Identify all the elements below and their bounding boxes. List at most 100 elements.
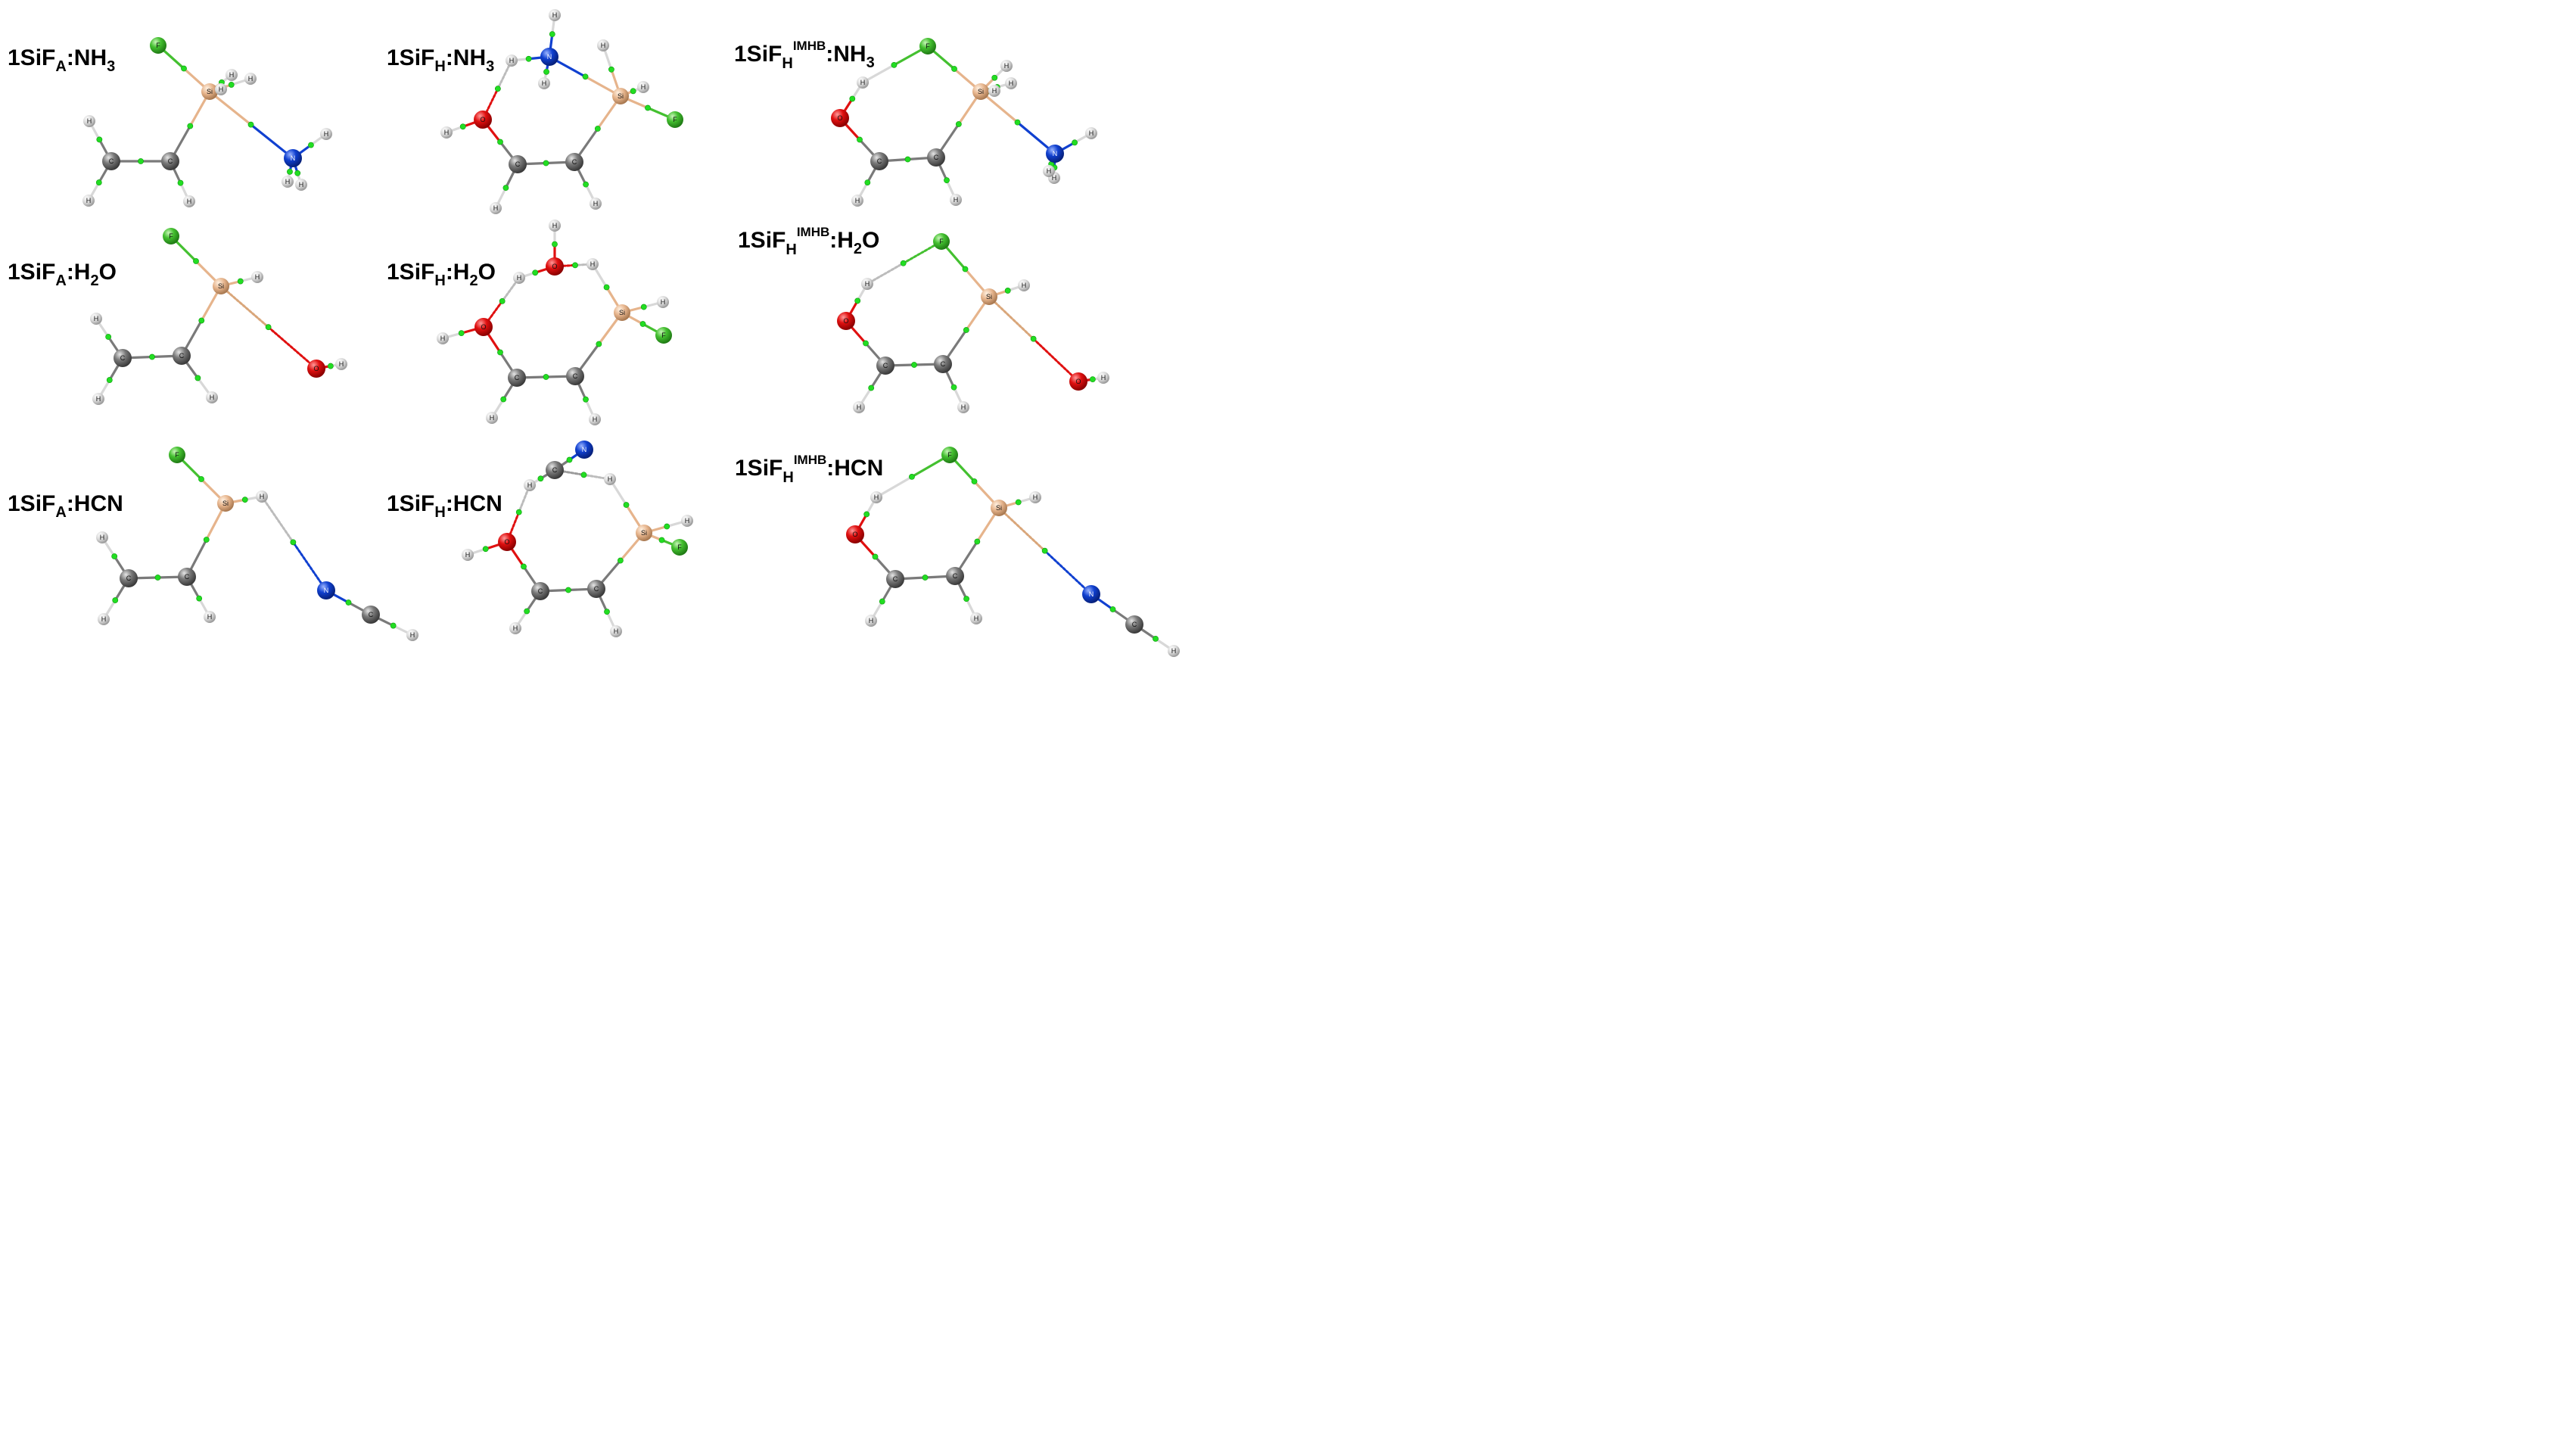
- atom-h: H: [549, 220, 561, 232]
- atom-sphere: [284, 149, 302, 167]
- bond-critical-point: [241, 497, 248, 503]
- atom-sphere: [919, 38, 936, 54]
- atom-sphere: [150, 37, 166, 54]
- atom-h: H: [513, 272, 525, 284]
- atom-sphere: [92, 393, 104, 405]
- atom-o: O: [846, 525, 864, 543]
- atom-o: O: [474, 111, 492, 129]
- atom-sphere: [256, 490, 268, 503]
- bond-half: [208, 90, 253, 126]
- atom-symbol: C: [109, 157, 114, 165]
- bond-critical-point: [974, 538, 981, 545]
- atom-f: F: [941, 447, 958, 463]
- panel-labels: 1SiFA:NH3 1SiFH:NH3 1SiFHIMHB:NH3 1SiFA:…: [8, 39, 883, 521]
- bond-critical-point: [572, 262, 578, 269]
- atom-h: H: [657, 296, 669, 308]
- bond-half: [997, 506, 1047, 553]
- atom-symbol: O: [852, 531, 857, 538]
- bond-half: [988, 295, 1035, 341]
- atom-sphere: [988, 85, 1000, 97]
- bond-critical-point: [911, 362, 917, 368]
- atom-sphere: [490, 202, 502, 214]
- atom-h: H: [586, 258, 599, 270]
- atom-sphere: [96, 531, 108, 543]
- atom-sphere: [586, 258, 599, 270]
- bond-critical-point: [991, 74, 998, 81]
- bond-critical-point: [265, 324, 272, 331]
- atom-symbol: O: [843, 317, 848, 325]
- atom-symbol: F: [677, 543, 682, 551]
- atom-sphere: [178, 568, 196, 586]
- atom-c: C: [508, 369, 526, 387]
- bond-critical-point: [537, 475, 544, 482]
- bond-critical-point: [645, 104, 651, 111]
- bond-critical-point: [863, 511, 870, 518]
- atom-n: N: [540, 48, 558, 66]
- atom-symbol: Si: [619, 309, 625, 316]
- atom-sphere: [614, 304, 630, 321]
- atom-symbol: H: [608, 475, 613, 483]
- atom-symbol: N: [1053, 150, 1058, 157]
- atom-symbol: H: [509, 57, 515, 64]
- bond-critical-point: [187, 123, 194, 129]
- bond-half: [260, 495, 295, 545]
- atom-h: H: [1000, 60, 1013, 72]
- bond-critical-point: [228, 82, 235, 88]
- atom-si: Si: [981, 288, 997, 305]
- atom-symbol: C: [941, 360, 946, 368]
- atom-symbol: H: [601, 42, 606, 49]
- atom-symbol: H: [517, 274, 522, 282]
- atom-sphere: [927, 148, 945, 167]
- atom-h: H: [1043, 165, 1055, 177]
- atom-sphere: [169, 447, 185, 463]
- atom-sphere: [282, 176, 294, 188]
- atom-sphere: [853, 401, 865, 413]
- bond-critical-point: [963, 596, 969, 603]
- atom-sphere: [590, 198, 602, 210]
- bond-critical-point: [639, 321, 646, 327]
- atom-sphere: [90, 313, 102, 325]
- atom-c: C: [927, 148, 945, 167]
- atom-c: C: [362, 606, 380, 624]
- atom-symbol: H: [299, 181, 304, 188]
- atom-sphere: [604, 473, 616, 485]
- atom-sphere: [981, 288, 997, 305]
- label-1sifh-nh3: 1SiFH:NH3: [387, 45, 494, 75]
- atom-symbol: C: [877, 157, 882, 165]
- atom-symbol: C: [594, 585, 599, 593]
- atom-o: O: [831, 109, 849, 127]
- atom-sphere: [1046, 145, 1064, 163]
- bond-critical-point: [1014, 119, 1021, 126]
- atom-f: F: [671, 539, 688, 556]
- atom-symbol: N: [547, 53, 552, 61]
- atom-symbol: H: [229, 71, 235, 79]
- bond-critical-point: [499, 297, 506, 304]
- atom-n: N: [1046, 145, 1064, 163]
- atom-sphere: [183, 195, 195, 207]
- bond-critical-point: [203, 537, 210, 543]
- atom-h: H: [988, 85, 1000, 97]
- atom-symbol: C: [126, 575, 132, 582]
- atom-sphere: [876, 357, 894, 375]
- atom-symbol: H: [444, 129, 450, 136]
- bond-critical-point: [1153, 635, 1159, 642]
- atom-o: O: [474, 318, 493, 336]
- atom-sphere: [1029, 491, 1041, 503]
- atom-c: C: [946, 567, 964, 585]
- atom-h: H: [335, 358, 347, 370]
- atom-sphere: [546, 461, 564, 479]
- atom-sphere: [933, 233, 950, 250]
- atom-sphere: [486, 412, 498, 424]
- bond-critical-point: [1109, 606, 1116, 612]
- atom-h: H: [90, 313, 102, 325]
- bond-critical-point: [962, 266, 969, 272]
- atom-c: C: [870, 152, 888, 170]
- atom-symbol: H: [465, 551, 471, 559]
- bond-critical-point: [524, 608, 530, 615]
- atom-c: C: [509, 155, 527, 173]
- atom-sphere: [295, 179, 307, 191]
- atom-symbol: H: [1052, 174, 1057, 182]
- atom-f: F: [163, 228, 179, 244]
- atom-h: H: [437, 332, 449, 344]
